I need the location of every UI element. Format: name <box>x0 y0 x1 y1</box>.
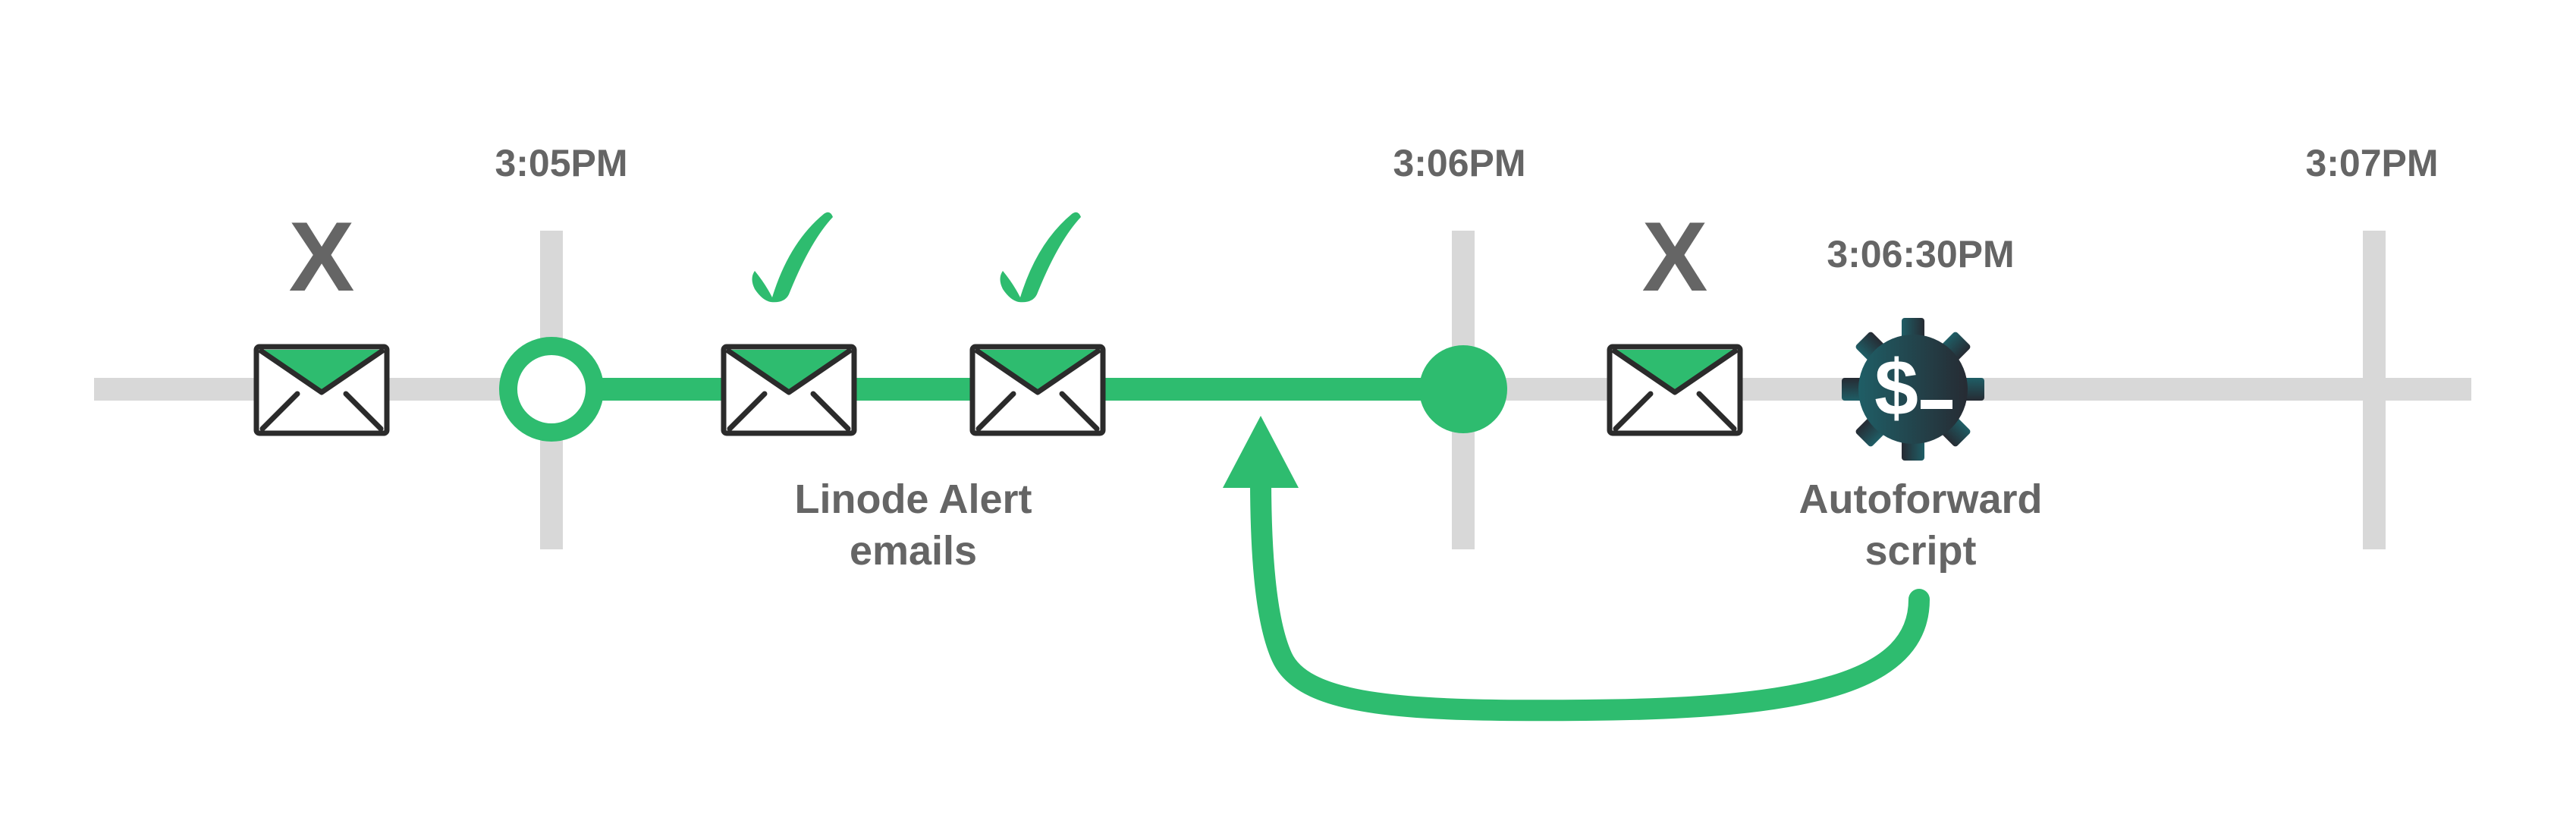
script-time-label: 3:06:30PM <box>1827 233 2014 275</box>
tick-label-3-06pm: 3:06PM <box>1393 142 1525 184</box>
tick-bar-3-07pm <box>2363 231 2386 549</box>
emails-label-line1: Linode Alert <box>794 476 1032 522</box>
envelope-icon-accepted-1 <box>724 347 854 433</box>
tick-label-3-07pm: 3:07PM <box>2305 142 2438 184</box>
open-circle-icon <box>499 337 604 442</box>
check-mark-icon-2 <box>1000 212 1081 303</box>
envelope-icon-rejected-1 <box>256 347 387 433</box>
envelope-icon-accepted-2 <box>972 347 1103 433</box>
emails-label-line2: emails <box>850 528 977 574</box>
x-mark-icon-1: X <box>289 201 355 312</box>
dollar-glyph: $ <box>1874 344 1918 432</box>
feedback-arrow-curve <box>1250 467 1930 722</box>
check-mark-icon-1 <box>752 212 833 303</box>
filled-circle-icon <box>1419 345 1507 433</box>
feedback-arrow-head <box>1223 416 1299 488</box>
gear-dollar-icon: $ <box>1842 318 1984 461</box>
script-label-line2: script <box>1864 528 1976 574</box>
script-label-line1: Autoforward <box>1799 476 2043 522</box>
tick-label-3-05pm: 3:05PM <box>495 142 627 184</box>
envelope-icon-rejected-2 <box>1610 347 1740 433</box>
x-mark-icon-2: X <box>1642 201 1708 312</box>
